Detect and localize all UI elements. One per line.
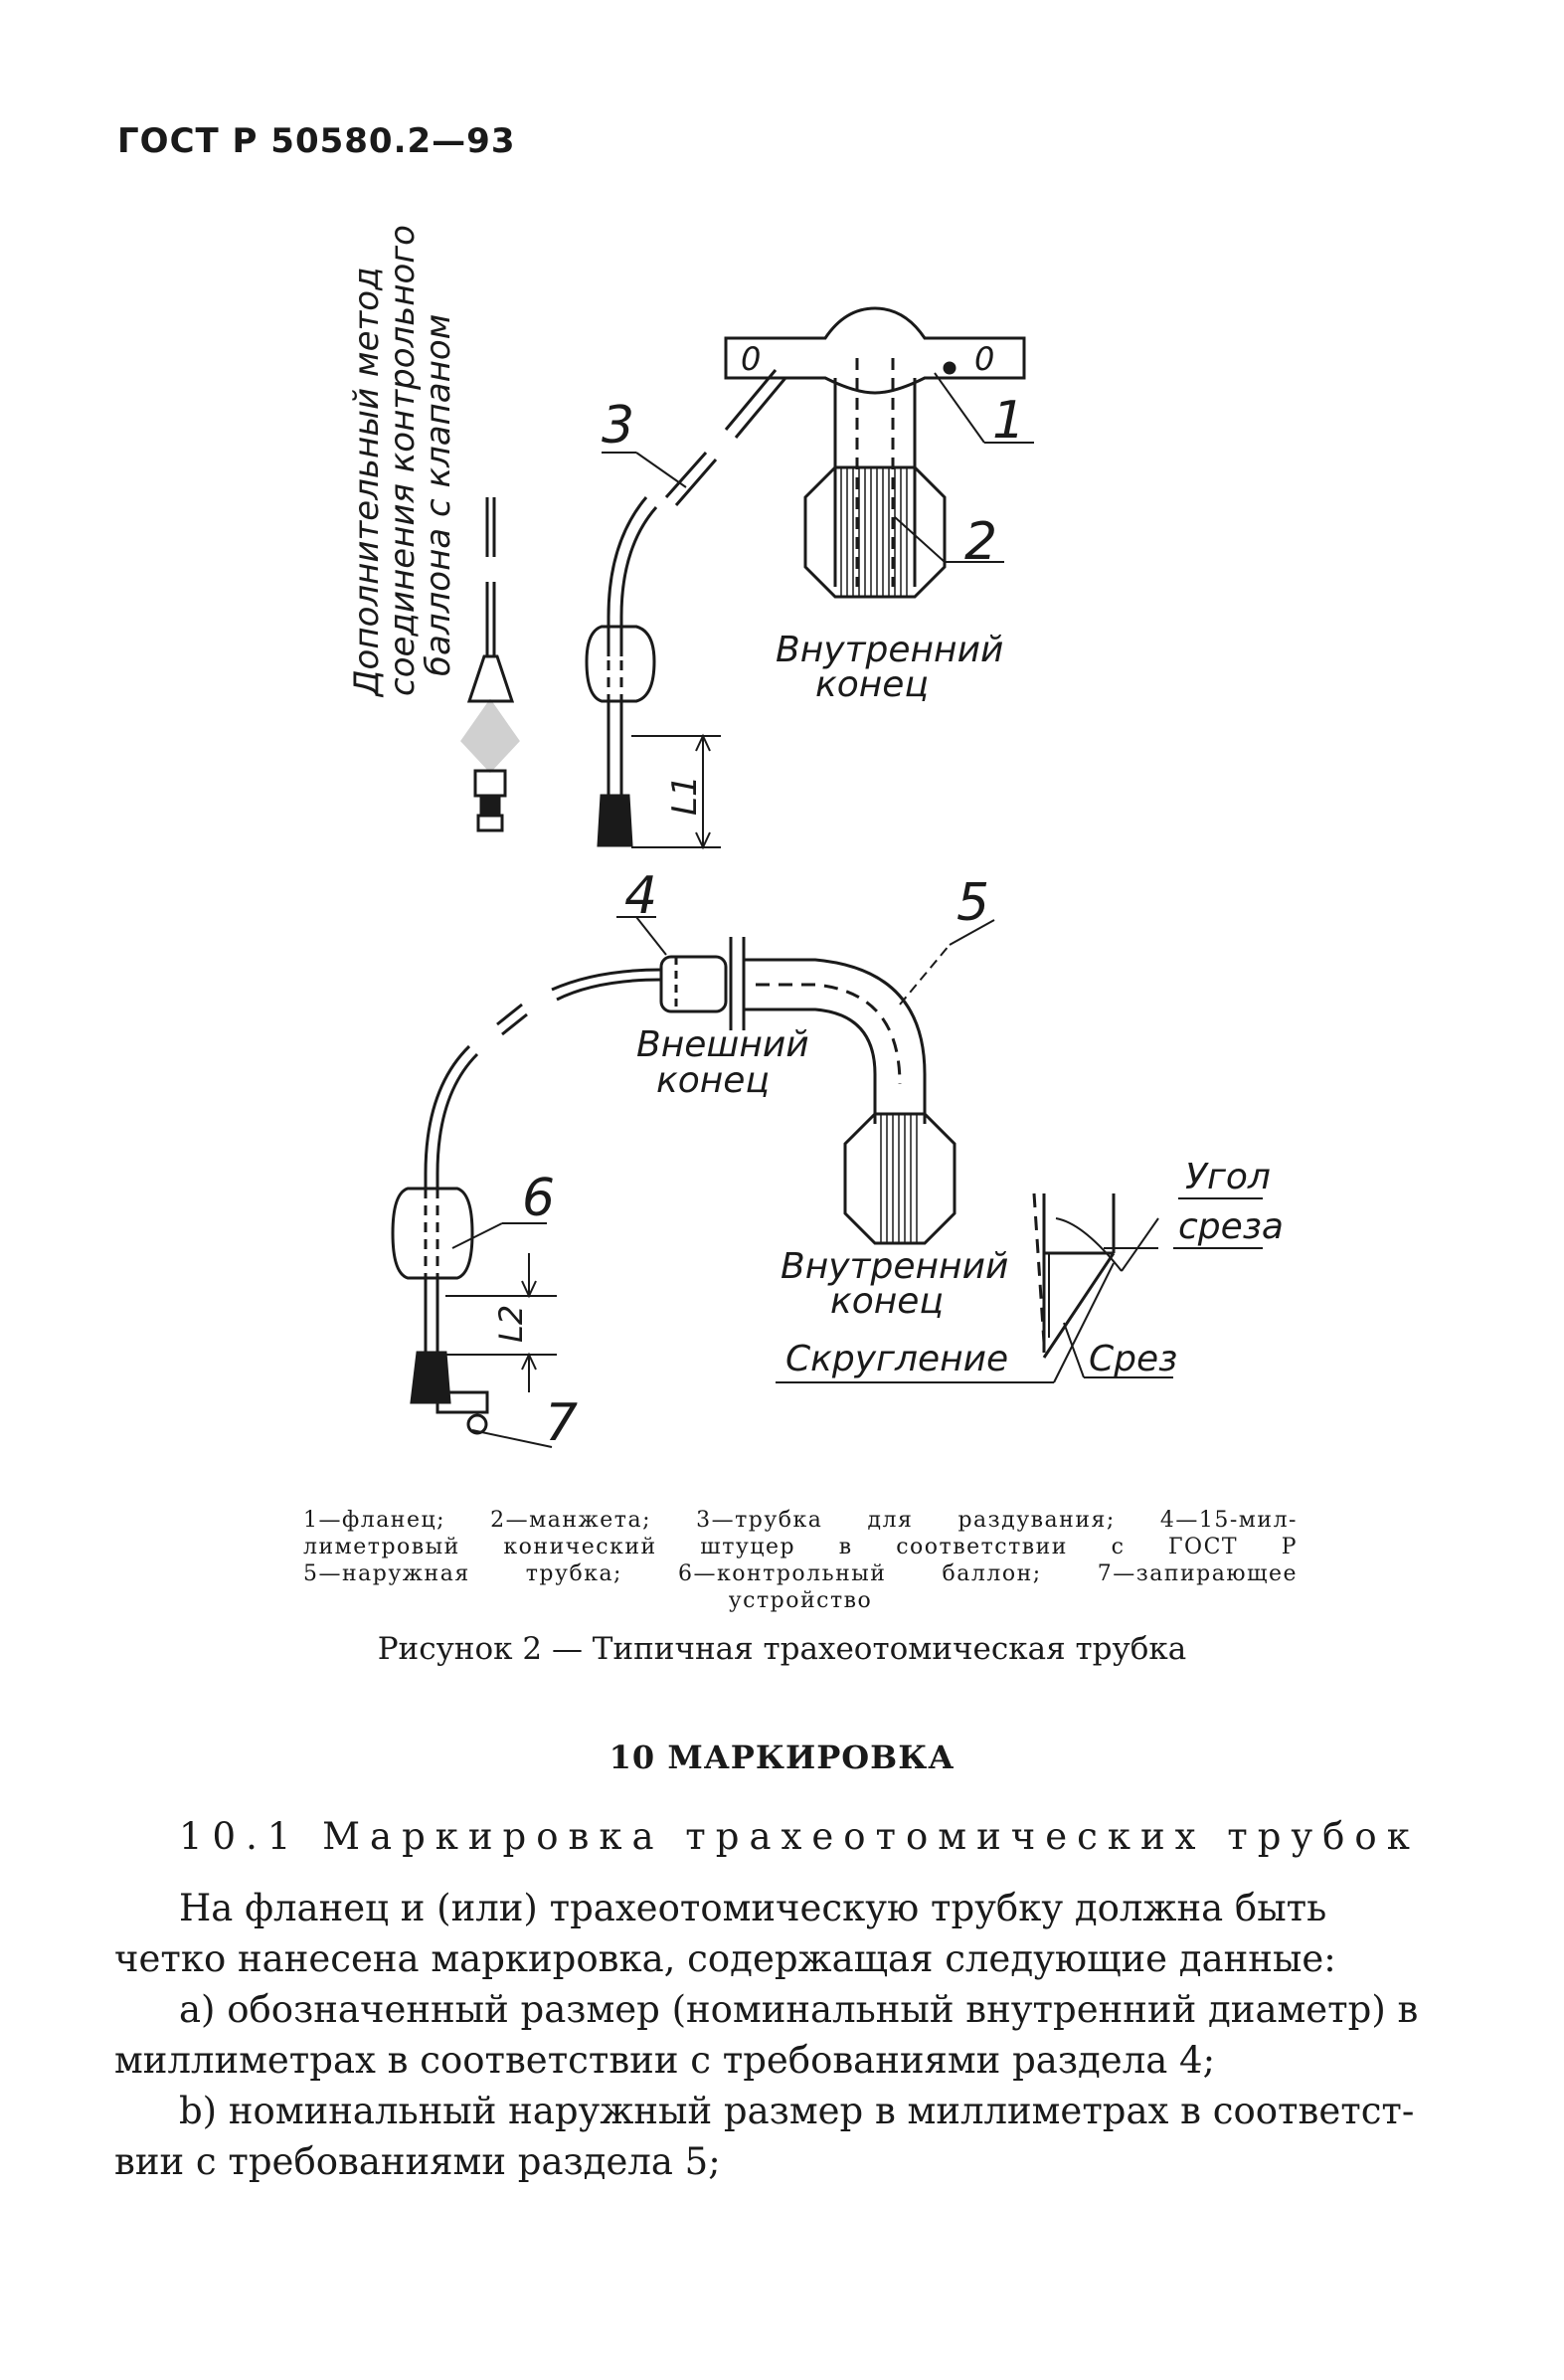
body-line-6: вии с требованиями раздела 5; <box>114 2140 721 2183</box>
angle-label-line1: Угол <box>1185 1157 1271 1197</box>
vertical-note: Дополнительный метод соединения контроль… <box>347 225 458 698</box>
number-2: 2 <box>964 512 997 572</box>
note-line-3: баллона с клапаном <box>419 314 458 676</box>
body-line-2: четко нанесена маркировка, содержащая сл… <box>114 1937 1336 1980</box>
figure-title: Рисунок 2 — Типичная трахеотомическая тр… <box>377 1631 1187 1667</box>
body-line-5: b) номинальный наружный размер в миллиме… <box>179 2090 1415 2132</box>
upper-inner-end-line1: Внутренний <box>776 630 1003 670</box>
number-4: 4 <box>624 866 657 926</box>
lower-inner-end-line1: Внутренний <box>781 1246 1008 1287</box>
number-3: 3 <box>602 396 634 456</box>
outer-end-line2: конец <box>656 1060 770 1101</box>
dim-l2-label: L2 <box>492 1305 530 1343</box>
body-paragraph: На фланец и (или) трахеотомическую трубк… <box>114 1883 1506 2187</box>
rounding-label: Скругление <box>785 1339 1008 1379</box>
dim-l1-label: L1 <box>665 775 705 816</box>
trachestomy-tube-figure: Дополнительный метод соединения контроль… <box>347 225 1284 1453</box>
figure-legend: 1—фланец; 2—манжета; 3—трубка для раздув… <box>303 1507 1298 1614</box>
bevel-detail-drawing <box>776 1192 1263 1383</box>
legend-line-1: 1—фланец; 2—манжета; 3—трубка для раздув… <box>303 1508 1298 1533</box>
body-line-3: a) обозначенный размер (номинальный внут… <box>179 1988 1419 2031</box>
number-1: 1 <box>992 391 1025 451</box>
subsection-heading: 10.1 Маркировка трахеотомических трубок <box>179 1815 1420 1858</box>
note-line-2: соединения контрольного <box>383 225 423 696</box>
legend-line-3: 5—наружная трубка; 6—контрольный баллон;… <box>303 1561 1298 1586</box>
cut-label: Срез <box>1089 1339 1177 1379</box>
body-line-1: На фланец и (или) трахеотомическую трубк… <box>179 1887 1327 1929</box>
angle-label-line2: среза <box>1178 1206 1284 1247</box>
number-6: 6 <box>522 1169 555 1228</box>
note-line-1: Дополнительный метод <box>347 267 387 698</box>
document-code-header: ГОСТ Р 50580.2—93 <box>117 121 516 161</box>
flange-mark-left: 0 <box>741 340 761 378</box>
valve-balloon-drawing <box>460 497 520 832</box>
number-7: 7 <box>545 1393 578 1453</box>
legend-line-4: устройство <box>728 1588 873 1613</box>
number-5: 5 <box>956 873 989 933</box>
lower-tube-drawing: L2 <box>391 916 995 1448</box>
section-heading: 10 МАРКИРОВКА <box>608 1739 956 1776</box>
outer-end-line1: Внешний <box>636 1024 809 1065</box>
lower-inner-end-line2: конец <box>830 1281 944 1322</box>
body-line-4: миллиметрах в соответствии с требованиям… <box>114 2039 1216 2082</box>
upper-inner-end-line2: конец <box>815 664 929 705</box>
flange-mark-right: 0 <box>974 340 994 378</box>
upper-tube-drawing: 0 0 <box>585 306 1034 850</box>
legend-line-2: лиметровый конический штуцер в соответст… <box>303 1535 1298 1559</box>
